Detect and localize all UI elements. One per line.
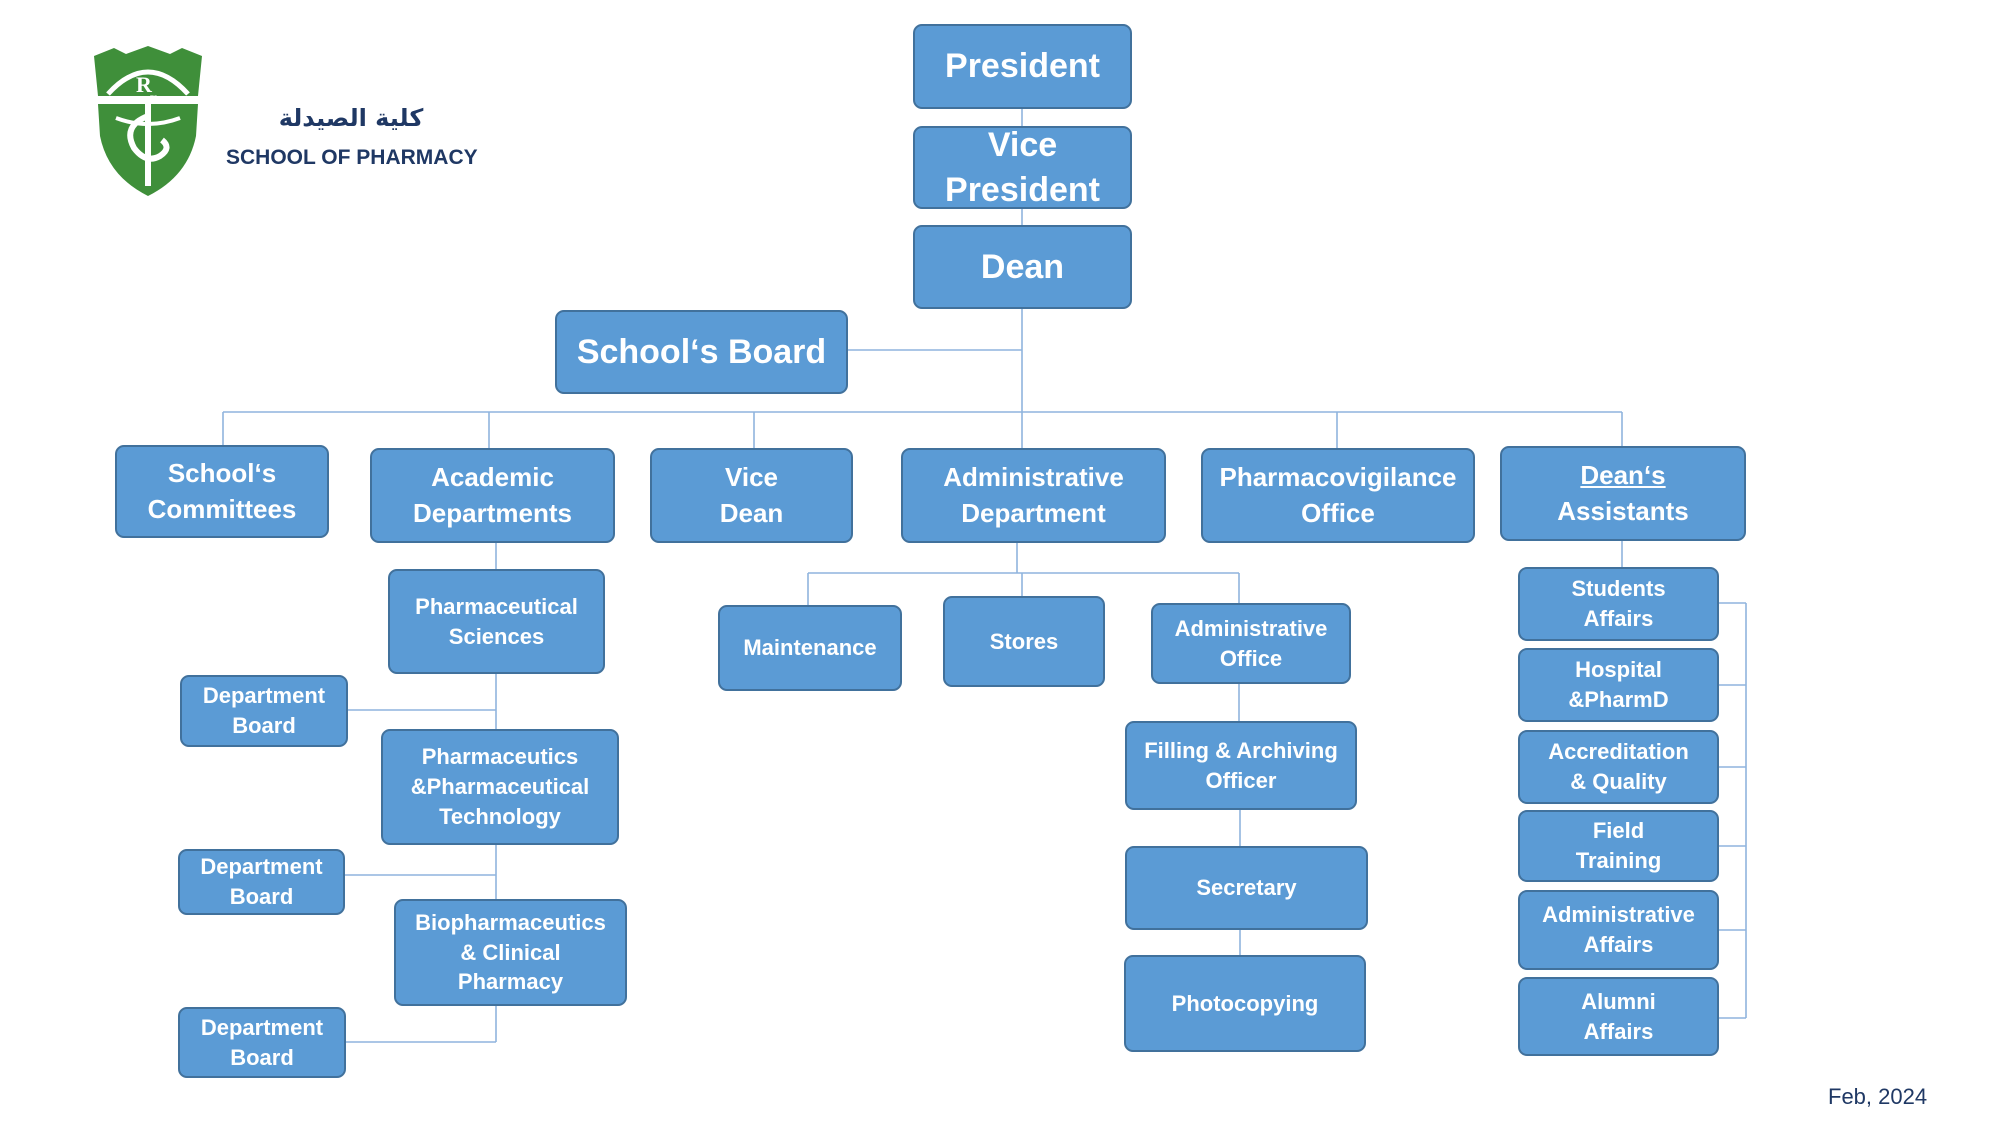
- svg-text:R: R: [136, 72, 153, 97]
- dean-box: Dean: [913, 225, 1132, 309]
- pharmaceutics-technology-box: Pharmaceutics &Pharmaceutical Technology: [381, 729, 619, 845]
- vice-president-box: Vice President: [913, 126, 1132, 209]
- hospital-pharmd-box: Hospital &PharmD: [1518, 648, 1719, 722]
- schools-board-box: School‘s Board: [555, 310, 848, 394]
- alumni-affairs-box: Alumni Affairs: [1518, 977, 1719, 1056]
- school-name: SCHOOL OF PHARMACY: [226, 146, 478, 169]
- pharmacovigilance-office-box: Pharmacovigilance Office: [1201, 448, 1475, 543]
- vice-dean-box: Vice Dean: [650, 448, 853, 543]
- filling-archiving-officer-box: Filling & Archiving Officer: [1125, 721, 1357, 810]
- field-training-box: Field Training: [1518, 810, 1719, 882]
- pharmaceutical-sciences-box: Pharmaceutical Sciences: [388, 569, 605, 674]
- department-board-box-2: Department Board: [178, 849, 345, 915]
- students-affairs-box: Students Affairs: [1518, 567, 1719, 641]
- administrative-department-box: Administrative Department: [901, 448, 1166, 543]
- academic-departments-box: Academic Departments: [370, 448, 615, 543]
- date-label: Feb, 2024: [1828, 1084, 1928, 1109]
- stores-box: Stores: [943, 596, 1105, 687]
- biopharmaceutics-clinical-box: Biopharmaceutics & Clinical Pharmacy: [394, 899, 627, 1006]
- department-board-box-1: Department Board: [180, 675, 348, 747]
- accreditation-quality-box: Accreditation & Quality: [1518, 730, 1719, 804]
- secretary-box: Secretary: [1125, 846, 1368, 930]
- administrative-affairs-box: Administrative Affairs: [1518, 890, 1719, 970]
- maintenance-box: Maintenance: [718, 605, 902, 691]
- administrative-office-box: Administrative Office: [1151, 603, 1351, 684]
- president-box: President: [913, 24, 1132, 109]
- deans-assistants-box: Dean‘s Assistants: [1500, 446, 1746, 541]
- photocopying-box: Photocopying: [1124, 955, 1366, 1052]
- deans-assistants-subtitle: Assistants: [1557, 495, 1689, 526]
- svg-text:x: x: [150, 91, 157, 106]
- schools-committees-box: School‘s Committees: [115, 445, 329, 538]
- college-arabic-name: كلية الصيدلة: [278, 104, 424, 132]
- department-board-box-3: Department Board: [178, 1007, 346, 1078]
- deans-assistants-title: Dean‘s: [1580, 460, 1666, 491]
- school-logo: R x: [88, 44, 208, 200]
- school-of-pharmacy-crest-icon: R x: [94, 46, 202, 196]
